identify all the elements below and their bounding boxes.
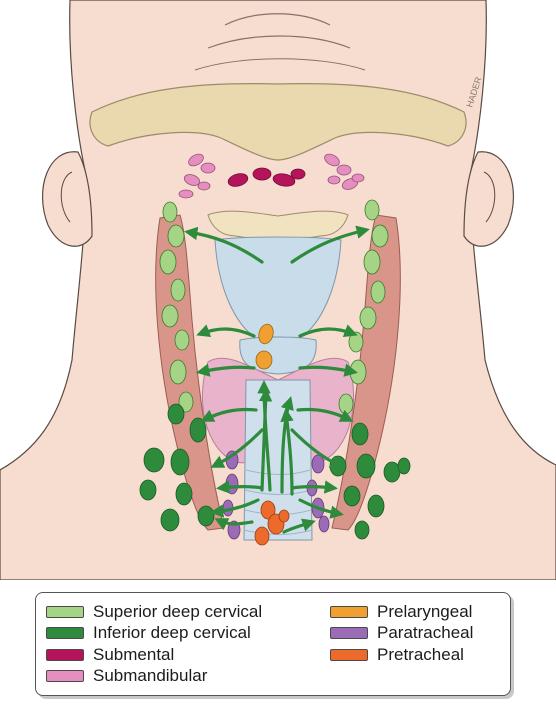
legend-label: Submental xyxy=(93,645,174,665)
legend-swatch xyxy=(46,670,84,682)
legend-item-inferior-deep-cervical: Inferior deep cervical xyxy=(46,623,262,645)
legend-label: Inferior deep cervical xyxy=(93,623,251,643)
legend-item-pretracheal: Pretracheal xyxy=(330,644,473,666)
legend-label: Paratracheal xyxy=(377,623,473,643)
legend-item-prelaryngeal: Prelaryngeal xyxy=(330,601,473,623)
legend-label: Submandibular xyxy=(93,666,207,686)
legend-swatch xyxy=(330,649,368,661)
legend-item-paratracheal: Paratracheal xyxy=(330,623,473,645)
neck-lymph-node-illustration: HADER xyxy=(0,0,556,580)
legend-label: Pretracheal xyxy=(377,645,464,665)
legend-label: Prelaryngeal xyxy=(377,602,472,622)
legend-column-left: Superior deep cervical Inferior deep cer… xyxy=(46,601,262,687)
legend: Superior deep cervical Inferior deep cer… xyxy=(35,592,511,696)
legend-swatch xyxy=(330,606,368,618)
legend-swatch xyxy=(46,606,84,618)
legend-swatch xyxy=(46,627,84,639)
legend-item-superior-deep-cervical: Superior deep cervical xyxy=(46,601,262,623)
legend-swatch xyxy=(46,649,84,661)
legend-item-submandibular: Submandibular xyxy=(46,666,262,688)
legend-swatch xyxy=(330,627,368,639)
legend-item-submental: Submental xyxy=(46,644,262,666)
legend-column-right: Prelaryngeal Paratracheal Pretracheal xyxy=(330,601,473,666)
legend-label: Superior deep cervical xyxy=(93,602,262,622)
